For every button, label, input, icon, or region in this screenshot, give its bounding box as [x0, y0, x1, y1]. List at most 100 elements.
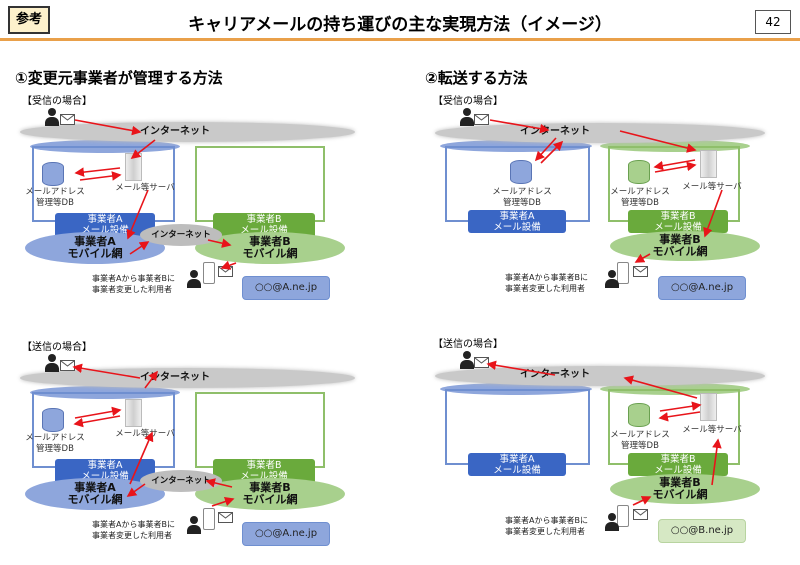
- flow-arrow: [486, 360, 556, 376]
- person-icon: [45, 354, 59, 372]
- carrier-a-mail-facility-line2: メール設備: [81, 225, 129, 236]
- internet-label-small-line1: インターネット: [151, 230, 211, 240]
- flow-arrow: [144, 370, 158, 389]
- envelope-icon: [474, 114, 489, 125]
- db-label-line1: メールアドレス: [25, 433, 85, 443]
- database-icon: [42, 408, 64, 432]
- switched-user-label: 事業者Aから事業者Bに事業者変更した利用者: [92, 273, 187, 297]
- carrier-b-database-icon: [628, 160, 650, 184]
- phone-icon: [203, 508, 215, 530]
- flow-arrow: [73, 415, 121, 428]
- flow-arrow: [634, 253, 651, 263]
- carrier-b-db-label: メールアドレス管理等DB: [610, 430, 670, 452]
- carrier-b-mobile-label-line1: 事業者B: [249, 481, 291, 494]
- flow-arrow: [126, 189, 149, 240]
- db-label-line2: 管理等DB: [621, 198, 659, 208]
- flow-arrow: [74, 406, 122, 419]
- flow-arrow: [711, 438, 722, 486]
- flow-arrow: [632, 496, 652, 506]
- person-icon: [460, 108, 474, 126]
- case-label: 【送信の場合】: [22, 342, 92, 353]
- flow-arrow: [129, 241, 150, 255]
- email-address-bubble: ○○@A.ne.jp: [658, 276, 746, 300]
- carrier-b-mail-facility-line2: メール設備: [654, 222, 702, 233]
- flow-arrow: [211, 496, 235, 507]
- person-icon: [605, 270, 619, 288]
- phone-icon: [203, 262, 215, 284]
- database-icon: [42, 162, 64, 186]
- carrier-b-mobile-label-line2: モバイル網: [242, 247, 298, 260]
- switched-user-label-line1: 事業者Aから事業者Bに: [505, 273, 588, 282]
- internet-label-small: インターネット: [151, 475, 211, 487]
- switched-user-label-line1: 事業者Aから事業者Bに: [505, 516, 588, 525]
- internet-cloud: [435, 366, 765, 386]
- internet-label: インターネット: [520, 126, 590, 138]
- flow-arrow: [129, 431, 154, 485]
- case-label: 【送信の場合】: [433, 339, 503, 350]
- carrier-a-mail-facility-line2: メール設備: [81, 471, 129, 482]
- carrier-a-mail-facility-line1: 事業者A: [87, 460, 123, 471]
- header-divider: [0, 38, 800, 41]
- internet-label-line1: インターネット: [140, 126, 210, 137]
- carrier-b-mobile-label-line1: 事業者B: [249, 235, 291, 248]
- carrier-a-mobile-label-line1: 事業者A: [74, 481, 116, 494]
- carrier-b-mobile-label-line1: 事業者B: [659, 233, 701, 246]
- person-icon: [187, 516, 201, 534]
- flow-arrow: [126, 483, 146, 497]
- carrier-a-db-label: メールアドレス管理等DB: [492, 187, 552, 209]
- internet-label-line1: インターネット: [520, 126, 590, 137]
- switched-user-label-line2: 事業者変更した利用者: [505, 284, 585, 293]
- flow-arrow: [205, 478, 233, 488]
- carrier-a-mail-facility-line1: 事業者A: [499, 454, 535, 465]
- flow-arrow: [130, 139, 156, 159]
- flow-arrow: [619, 130, 697, 153]
- switched-user-label-line1: 事業者Aから事業者Bに: [92, 520, 175, 529]
- envelope-icon: [633, 509, 648, 520]
- carrier-b-mobile-label-line2: モバイル網: [652, 488, 708, 501]
- carrier-b-db-label: メールアドレス管理等DB: [610, 187, 670, 209]
- person-icon: [460, 351, 474, 369]
- internet-cloud-small: [140, 470, 222, 492]
- flow-arrow: [74, 167, 121, 177]
- flow-arrow: [220, 260, 237, 270]
- switched-user-label-line2: 事業者変更した利用者: [92, 285, 172, 294]
- case-label: 【受信の場合】: [433, 96, 503, 107]
- carrier-a-mail-facility-line2: メール設備: [493, 465, 541, 476]
- carrier-b-mail-facility-line2: メール設備: [240, 225, 288, 236]
- section-title-2: ②転送する方法: [425, 69, 528, 87]
- switched-user-label-line2: 事業者変更した利用者: [92, 531, 172, 540]
- reference-badge: 参考: [8, 6, 50, 34]
- server-label: メール等サーバ: [682, 425, 742, 435]
- carrier-a-mail-facility-line2: メール設備: [493, 222, 541, 233]
- flow-arrow: [72, 363, 141, 379]
- db-label-line2: 管理等DB: [36, 198, 74, 208]
- db-label-line1: メールアドレス: [610, 187, 670, 197]
- carrier-a-mobile-label-line2: モバイル網: [67, 247, 123, 260]
- internet-cloud: [20, 368, 355, 388]
- flow-arrow: [74, 119, 142, 136]
- section-title-1: ①変更元事業者が管理する方法: [15, 69, 223, 87]
- page-title: キャリアメールの持ち運びの主な実現方法（イメージ）: [188, 15, 612, 35]
- carrier-a-mail-facility-line1: 事業者A: [87, 214, 123, 225]
- internet-cloud: [435, 123, 765, 143]
- carrier-a-mail-facility-line1: 事業者A: [499, 211, 535, 222]
- flow-arrow: [653, 159, 696, 171]
- page-number: 42: [755, 10, 791, 34]
- db-label-line2: 管理等DB: [503, 198, 541, 208]
- internet-label: インターネット: [140, 372, 210, 384]
- switched-user-label: 事業者Aから事業者Bに事業者変更した利用者: [92, 519, 187, 543]
- db-label-line2: 管理等DB: [621, 441, 659, 451]
- server-label: メール等サーバ: [682, 182, 742, 192]
- db-label-line1: メールアドレス: [610, 430, 670, 440]
- envelope-icon: [633, 266, 648, 277]
- flow-arrow: [703, 189, 723, 238]
- db-label: メールアドレス管理等DB: [25, 187, 85, 209]
- carrier-a-mobile-label-line2: モバイル網: [67, 493, 123, 506]
